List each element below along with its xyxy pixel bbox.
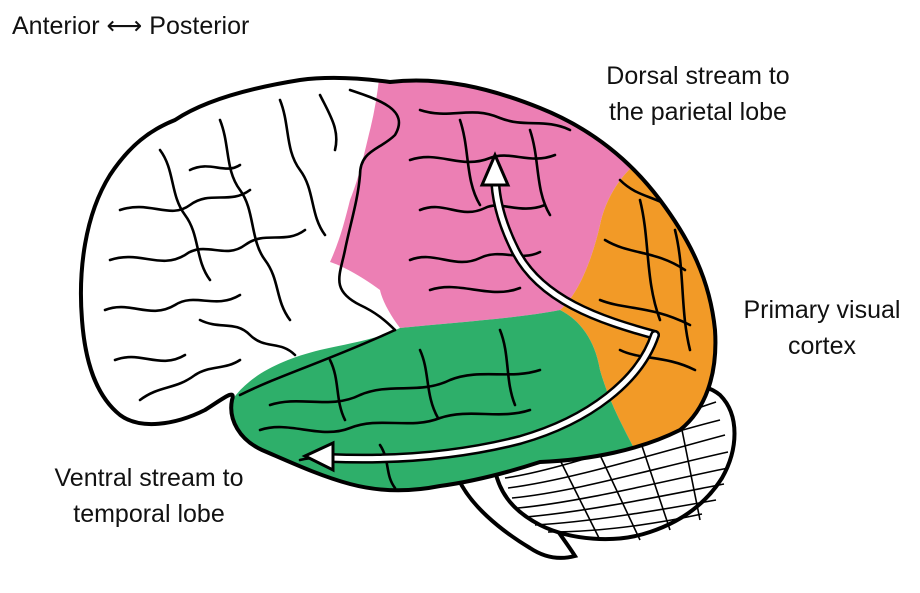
visual-label-line-1: Primary visual bbox=[722, 292, 920, 328]
ventral-label-line-2: temporal lobe bbox=[20, 496, 278, 532]
double-arrow-icon: ⟷ bbox=[107, 12, 143, 40]
dorsal-label-line-2: the parietal lobe bbox=[578, 94, 818, 130]
dorsal-label-line-1: Dorsal stream to bbox=[578, 58, 818, 94]
orientation-label: Anterior ⟷ Posterior bbox=[12, 8, 249, 44]
visual-label-line-2: cortex bbox=[722, 328, 920, 364]
anterior-label: Anterior bbox=[12, 12, 100, 40]
ventral-label-line-1: Ventral stream to bbox=[20, 460, 278, 496]
dorsal-stream-label: Dorsal stream to the parietal lobe bbox=[578, 58, 818, 130]
posterior-label: Posterior bbox=[149, 12, 249, 40]
primary-visual-cortex-label: Primary visual cortex bbox=[722, 292, 920, 364]
ventral-stream-label: Ventral stream to temporal lobe bbox=[20, 460, 278, 532]
